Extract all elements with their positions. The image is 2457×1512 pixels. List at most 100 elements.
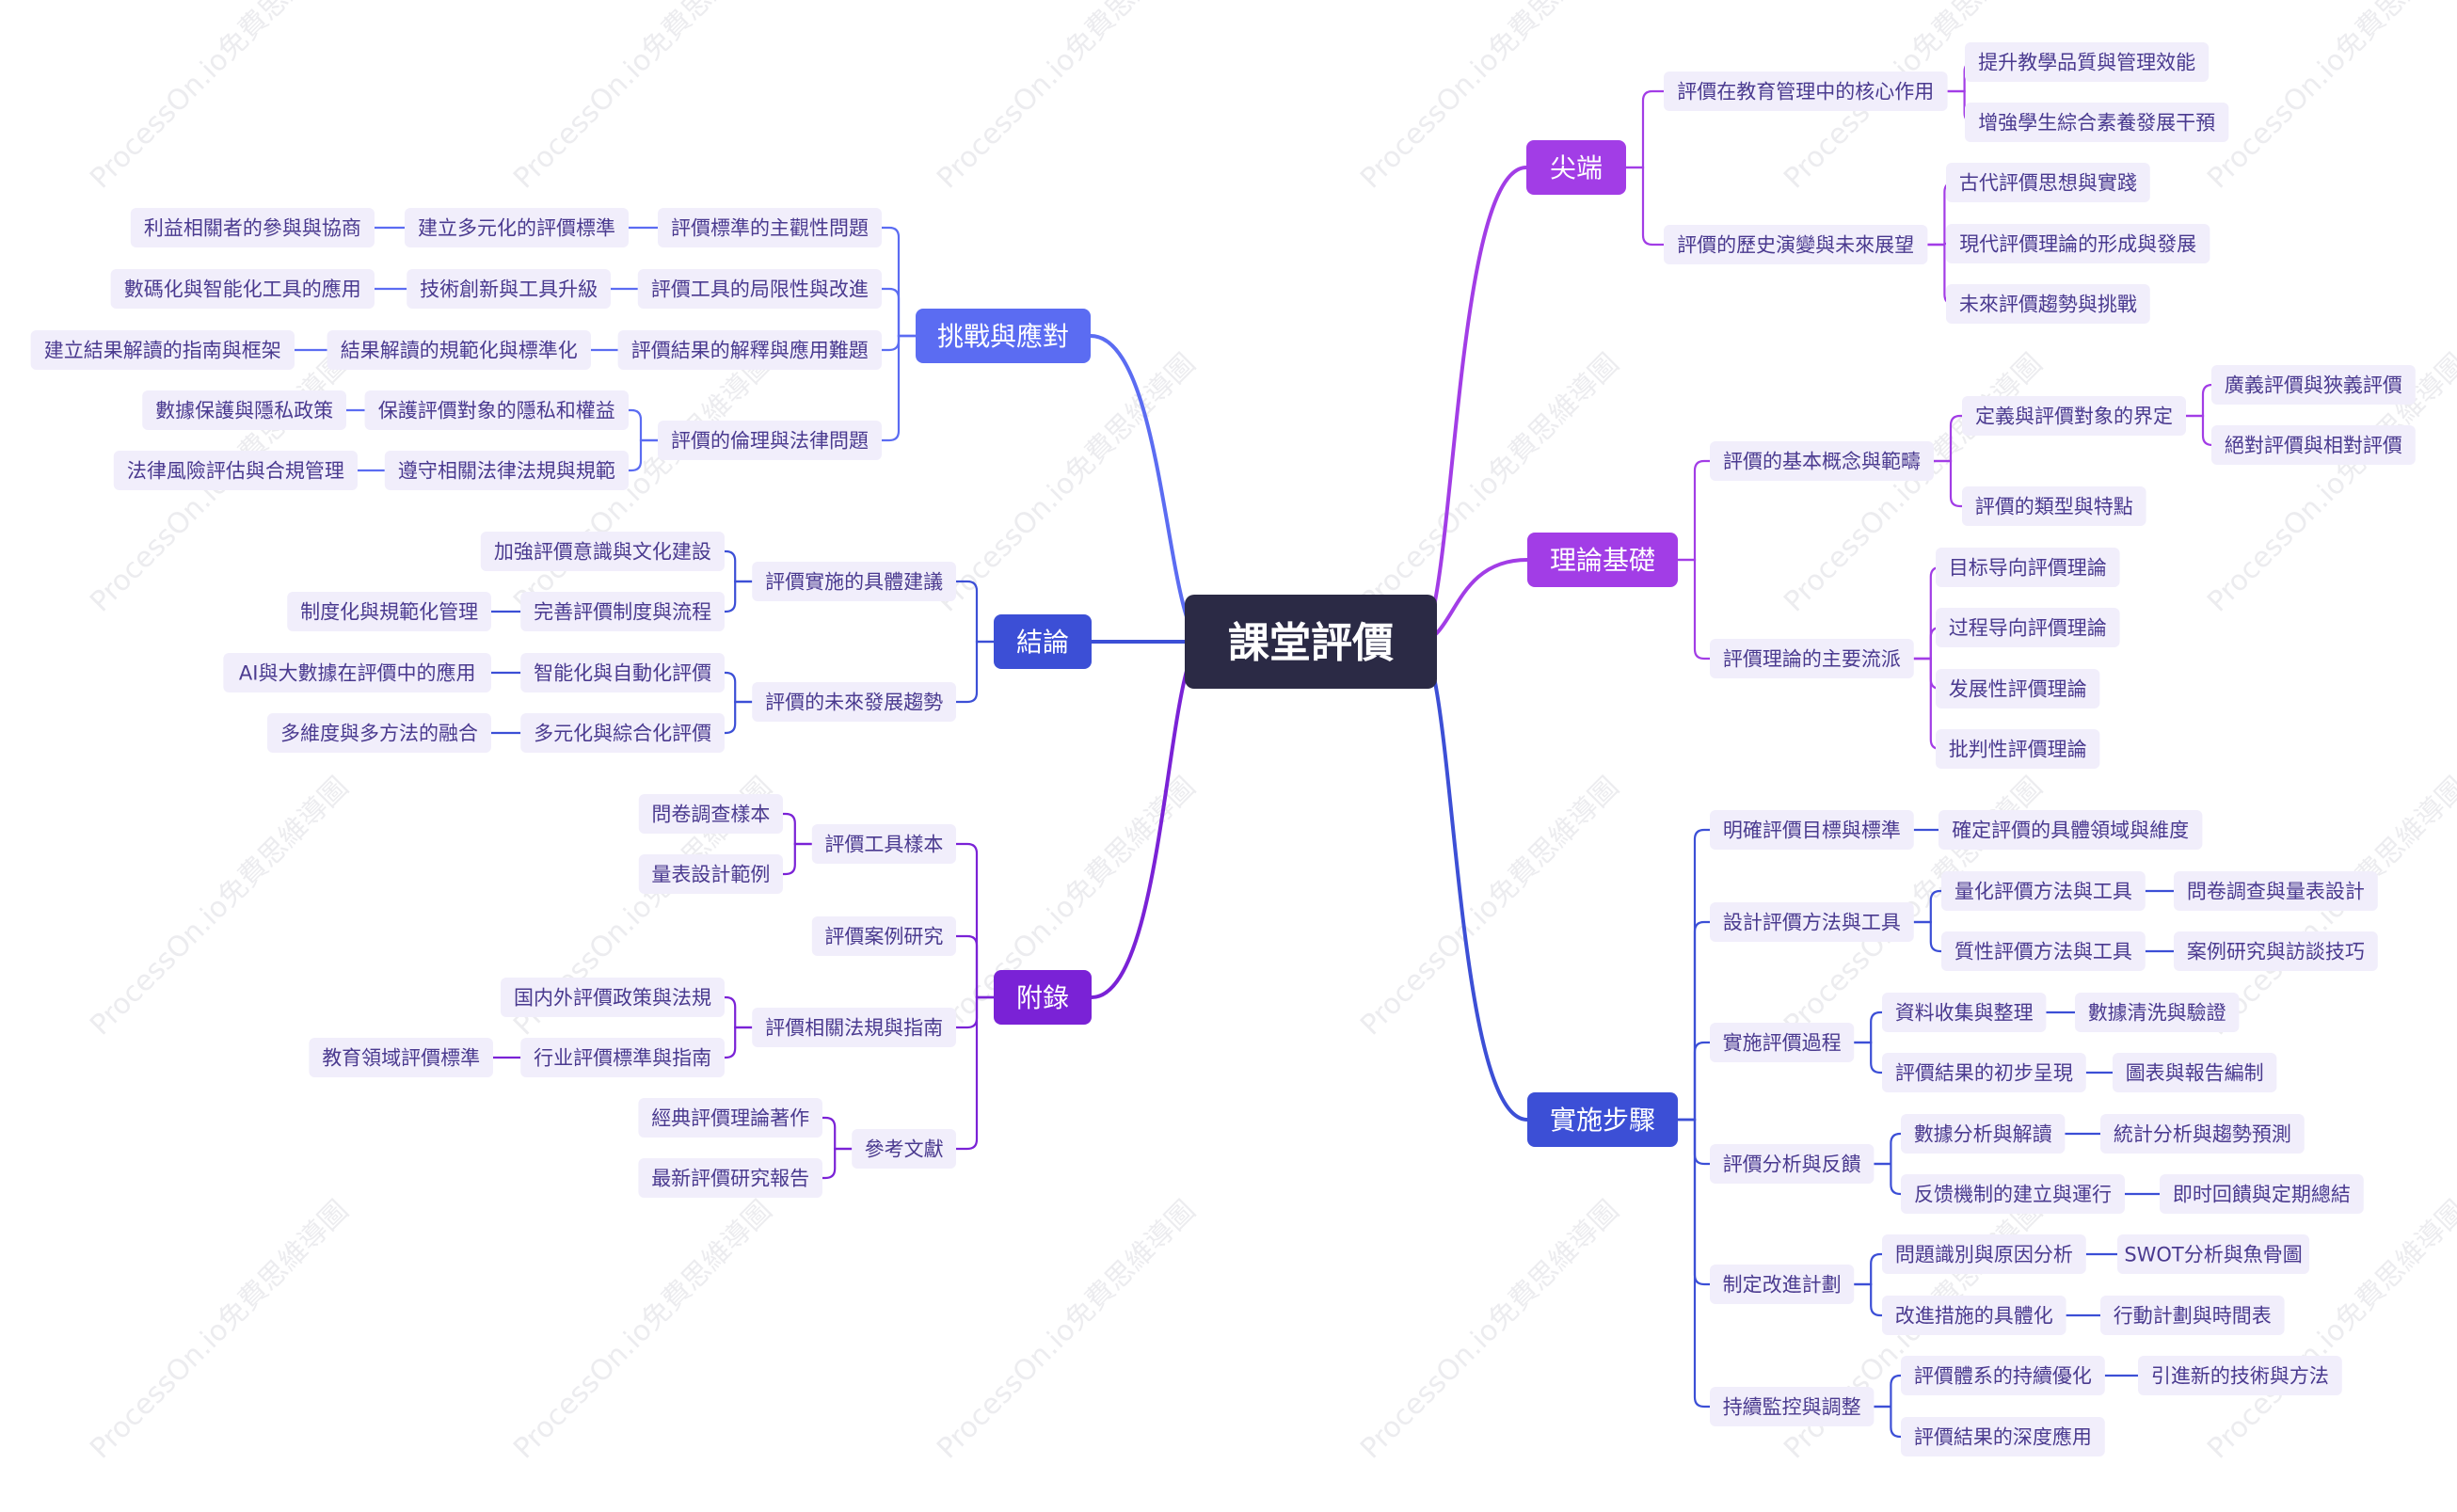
subtopic-fulu-2-1[interactable]: 行业評價標準與指南 [520,1038,725,1077]
detail-shishi-4-0-0-bg [2117,1234,2310,1274]
detail-tiaozhan-3-0-0[interactable]: 數據保護與隱私政策 [142,390,346,430]
subtopic-jielun-1-1[interactable]: 多元化與綜合化評價 [520,713,725,753]
subtopic-jielun-0-0[interactable]: 加強評價意識與文化建設 [480,532,725,571]
subtopic-jianduan-1-1[interactable]: 現代評價理論的形成與發展 [1946,224,2210,263]
topic-shishi-3[interactable]: 評價分析與反饋 [1710,1144,1875,1184]
detail-tiaozhan-1-0-0[interactable]: 數碼化與智能化工具的應用 [110,269,375,309]
detail-tiaozhan-3-1-0-label: 法律風險評估與合規管理 [127,460,344,483]
subtopic-jianduan-1-0[interactable]: 古代評價思想與實踐 [1946,163,2150,202]
branch-fulu[interactable]: 附錄 [994,970,1092,1025]
subtopic-shishi-3-0[interactable]: 數據分析與解讀 [1901,1114,2066,1154]
subtopic-fulu-3-0[interactable]: 經典評價理論著作 [638,1098,822,1138]
topic-tiaozhan-2-label: 評價結果的解釋與應用難題 [631,340,869,362]
subtopic-jielun-0-1[interactable]: 完善評價制度與流程 [520,592,725,631]
topic-shishi-0[interactable]: 明確評價目標與標準 [1710,810,1914,850]
subtopic-shishi-5-0[interactable]: 評價體系的持續優化 [1901,1356,2105,1395]
subtopic-lilun-1-2[interactable]: 发展性評價理論 [1936,669,2100,708]
detail-lilun-0-0-0[interactable]: 廣義評價與狹義評價 [2211,365,2416,405]
subtopic-shishi-5-1[interactable]: 評價結果的深度應用 [1901,1417,2105,1456]
detail-shishi-2-1-0[interactable]: 圖表與報告編制 [2113,1053,2277,1092]
branch-tiaozhan[interactable]: 挑戰與應對 [916,309,1091,363]
subtopic-lilun-1-1[interactable]: 过程导向評價理論 [1936,608,2120,647]
detail-tiaozhan-3-1-0-bg [113,451,359,490]
topic-jielun-0[interactable]: 評價實施的具體建議 [752,562,956,601]
topic-lilun-1-label: 評價理論的主要流派 [1723,648,1901,671]
topic-shishi-4[interactable]: 制定改進計劃 [1710,1265,1855,1304]
topic-tiaozhan-0-label: 評價標準的主觀性問題 [671,217,869,240]
detail-shishi-1-1-0[interactable]: 案例研究與訪談技巧 [2174,931,2378,971]
subtopic-tiaozhan-1-0[interactable]: 技術創新與工具升級 [407,269,611,309]
subtopic-lilun-0-0[interactable]: 定義與評價對象的界定 [1962,396,2186,436]
detail-tiaozhan-0-0-0[interactable]: 利益相關者的參與與協商 [130,208,375,247]
subtopic-tiaozhan-3-0[interactable]: 保護評價對象的隱私和權益 [364,390,629,430]
subtopic-shishi-2-1[interactable]: 評價結果的初步呈現 [1882,1053,2086,1092]
detail-shishi-2-0-0[interactable]: 數據清洗與驗證 [2075,993,2240,1032]
subtopic-jianduan-1-2[interactable]: 未來評價趨勢與挑戰 [1946,284,2150,324]
detail-shishi-1-0-0[interactable]: 問卷調查與量表設計 [2174,871,2378,911]
subtopic-shishi-1-1[interactable]: 質性評價方法與工具 [1941,931,2146,971]
topic-fulu-2[interactable]: 評價相關法規與指南 [752,1008,956,1047]
subtopic-shishi-5-0-label: 評價體系的持續優化 [1914,1365,2092,1388]
subtopic-fulu-2-0[interactable]: 国内外評價政策與法規 [501,978,725,1017]
subtopic-jianduan-0-1[interactable]: 增強學生綜合素養發展干預 [1965,103,2229,142]
topic-fulu-1[interactable]: 評價案例研究 [811,916,956,956]
subtopic-shishi-0-0[interactable]: 確定評價的具體領域與維度 [1938,810,2203,850]
topic-tiaozhan-1[interactable]: 評價工具的局限性與改進 [637,269,882,309]
detail-jielun-0-1-0[interactable]: 制度化與規範化管理 [287,592,491,631]
node-layer: 課堂評價 尖端評價在教育管理中的核心作用提升教學品質與管理效能增強學生綜合素養發展… [30,42,2416,1456]
subtopic-fulu-0-0[interactable]: 問卷調查樣本 [638,794,783,834]
topic-tiaozhan-2[interactable]: 評價結果的解釋與應用難題 [617,330,882,370]
branch-jielun[interactable]: 結論 [994,614,1092,669]
branch-shishi[interactable]: 實施步驟 [1527,1092,1678,1147]
detail-jielun-1-1-0[interactable]: 多維度與多方法的融合 [267,713,491,753]
detail-shishi-4-1-0[interactable]: 行動計劃與時間表 [2100,1296,2285,1335]
topic-fulu-0[interactable]: 評價工具樣本 [811,824,956,864]
subtopic-fulu-0-1[interactable]: 量表設計範例 [638,854,783,894]
detail-fulu-2-1-0[interactable]: 教育領域評價標準 [309,1038,493,1077]
subtopic-shishi-1-0[interactable]: 量化評價方法與工具 [1941,871,2146,911]
topic-lilun-1[interactable]: 評價理論的主要流派 [1710,639,1914,678]
branch-lilun[interactable]: 理論基礎 [1527,533,1678,587]
subtopic-shishi-4-1-label: 改進措施的具體化 [1895,1305,2053,1328]
detail-shishi-5-0-0[interactable]: 引進新的技術與方法 [2138,1356,2342,1395]
topic-lilun-0[interactable]: 評價的基本概念與範疇 [1710,441,1934,481]
topic-jielun-1[interactable]: 評價的未來發展趨勢 [752,682,956,722]
subtopic-tiaozhan-1-0-label: 技術創新與工具升級 [420,279,598,301]
detail-lilun-0-0-1[interactable]: 絕對評價與相對評價 [2211,425,2416,465]
subtopic-shishi-4-0[interactable]: 問題識別與原因分析 [1882,1234,2086,1274]
subtopic-jielun-1-1-label: 多元化與綜合化評價 [534,723,711,745]
subtopic-tiaozhan-0-0[interactable]: 建立多元化的評價標準 [405,208,629,247]
topic-jianduan-1[interactable]: 評價的歷史演變與未來展望 [1664,225,1928,264]
topic-shishi-5[interactable]: 持續監控與調整 [1710,1387,1875,1426]
detail-tiaozhan-2-0-0-bg [30,330,295,370]
subtopic-lilun-1-3[interactable]: 批判性評價理論 [1936,729,2100,769]
branch-jianduan[interactable]: 尖端 [1526,140,1626,195]
topic-fulu-3[interactable]: 參考文獻 [852,1129,956,1169]
detail-tiaozhan-2-0-0[interactable]: 建立結果解讀的指南與框架 [30,330,295,370]
subtopic-shishi-3-1[interactable]: 反馈機制的建立與運行 [1901,1174,2125,1214]
root-node[interactable]: 課堂評價 [1185,595,1437,689]
detail-tiaozhan-3-1-0[interactable]: 法律風險評估與合規管理 [113,451,359,490]
connector-l2 [822,1147,853,1180]
detail-shishi-3-0-0[interactable]: 統計分析與趨勢預測 [2100,1114,2305,1154]
subtopic-jianduan-0-0[interactable]: 提升教學品質與管理效能 [1965,42,2210,82]
detail-shishi-3-1-0[interactable]: 即时回饋與定期總結 [2160,1174,2364,1214]
subtopic-jielun-1-0[interactable]: 智能化與自動化評價 [520,653,725,692]
connector-l1 [1678,1041,1710,1122]
topic-tiaozhan-0[interactable]: 評價標準的主觀性問題 [658,208,882,247]
detail-shishi-4-0-0[interactable]: SWOT分析與魚骨圖 [2117,1234,2310,1274]
subtopic-lilun-1-0[interactable]: 目标导向評價理論 [1936,548,2120,587]
connector-l2 [783,842,812,876]
detail-jielun-1-0-0[interactable]: AI與大數據在評價中的應用 [223,653,492,692]
topic-shishi-1[interactable]: 設計評價方法與工具 [1710,902,1914,942]
subtopic-tiaozhan-2-0[interactable]: 結果解讀的規範化與標準化 [327,330,591,370]
subtopic-shishi-4-1[interactable]: 改進措施的具體化 [1882,1296,2066,1335]
subtopic-shishi-2-0[interactable]: 資料收集與整理 [1882,993,2047,1032]
topic-shishi-2[interactable]: 實施評價過程 [1710,1023,1855,1062]
subtopic-fulu-3-1[interactable]: 最新評價研究報告 [638,1158,822,1198]
connector-l2 [1874,1405,1901,1439]
topic-jianduan-0[interactable]: 評價在教育管理中的核心作用 [1664,72,1948,111]
subtopic-tiaozhan-3-1[interactable]: 遵守相關法律法規與規範 [384,451,629,490]
subtopic-lilun-0-1[interactable]: 評價的類型與特點 [1962,486,2146,526]
topic-tiaozhan-3[interactable]: 評價的倫理與法律問題 [658,421,882,460]
